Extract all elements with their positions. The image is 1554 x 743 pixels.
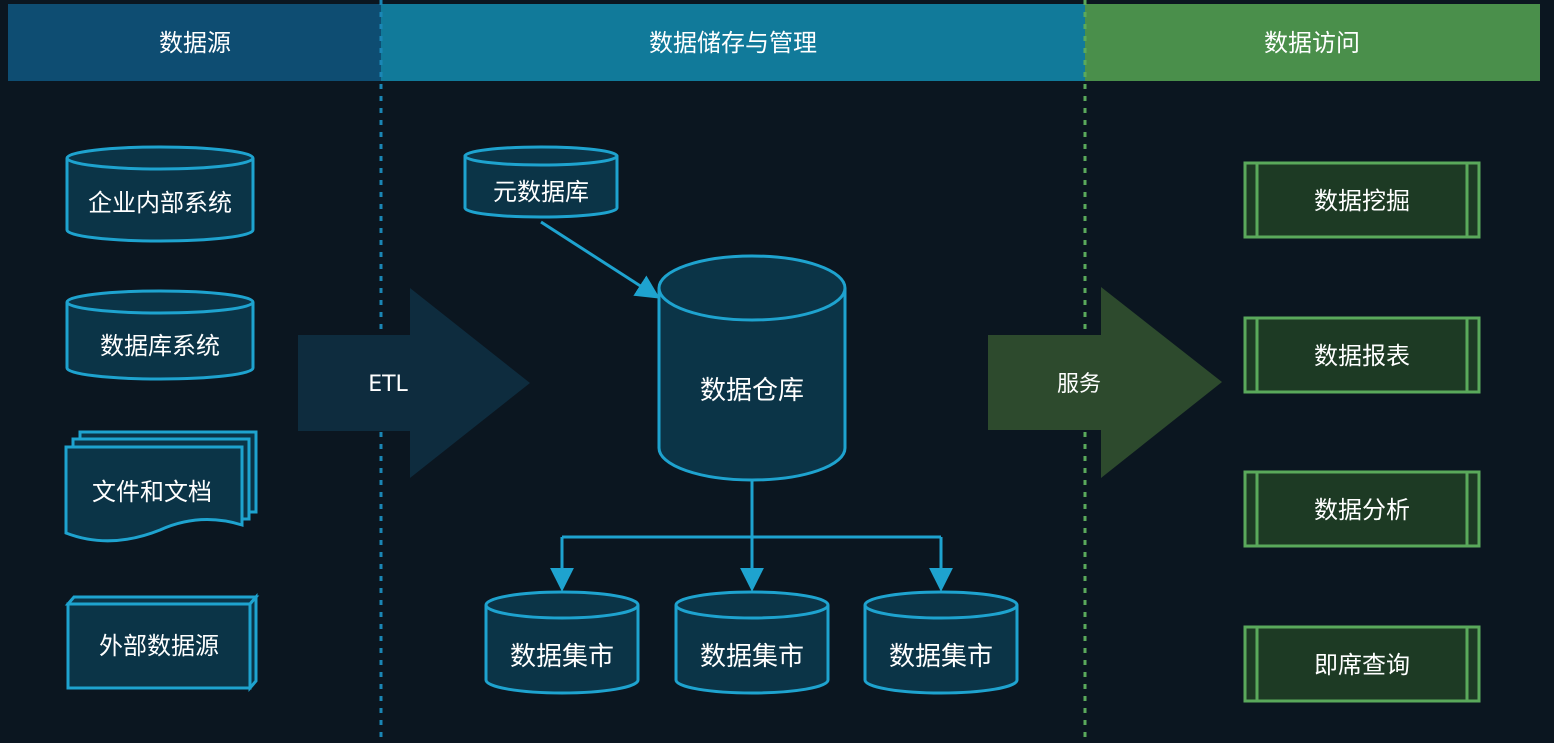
data-mart-3: 数据集市: [863, 590, 1019, 695]
data-mart-2-label: 数据集市: [700, 642, 804, 672]
data-mart-2: 数据集市: [674, 590, 830, 695]
data-mart-3-label: 数据集市: [889, 642, 993, 672]
metadata-database-label: 元数据库: [493, 178, 589, 206]
service-arrow-label: 服务: [1057, 372, 1101, 397]
warehouse-to-marts-connectors: [550, 480, 953, 592]
access-data-mining: 数据挖掘: [1243, 161, 1481, 239]
metadata-to-warehouse-arrow: [540, 220, 661, 299]
access-data-analysis: 数据分析: [1243, 470, 1481, 548]
data-mart-1: 数据集市: [484, 590, 640, 695]
header-storage: [381, 4, 1085, 81]
header-access: [1085, 4, 1540, 81]
access-data-analysis-label: 数据分析: [1314, 496, 1410, 524]
source-files-label: 文件和文档: [92, 478, 212, 506]
source-files-documents: 文件和文档: [64, 430, 258, 543]
access-ad-hoc-query: 即席查询: [1243, 625, 1481, 703]
etl-arrow: [298, 288, 530, 478]
etl-arrow-label: ETL: [368, 372, 408, 397]
header-access-label: 数据访问: [1264, 29, 1360, 57]
data-warehouse: 数据仓库: [657, 254, 847, 482]
access-ad-hoc-query-label: 即席查询: [1314, 651, 1410, 679]
access-data-reports: 数据报表: [1243, 316, 1481, 394]
header-source-label: 数据源: [159, 29, 231, 57]
header-source: [8, 4, 381, 81]
data-warehouse-label: 数据仓库: [700, 376, 804, 406]
source-database-systems: 数据库系统: [65, 289, 255, 381]
data-mart-1-label: 数据集市: [510, 642, 614, 672]
source-external: 外部数据源: [64, 592, 260, 693]
metadata-database: 元数据库: [463, 145, 619, 219]
source-enterprise-label: 企业内部系统: [88, 189, 232, 217]
access-data-mining-label: 数据挖掘: [1314, 187, 1410, 215]
source-enterprise-systems: 企业内部系统: [65, 145, 255, 243]
header-storage-label: 数据储存与管理: [649, 29, 817, 57]
header-bars: 数据源 数据储存与管理 数据访问: [8, 4, 1540, 81]
access-data-reports-label: 数据报表: [1314, 342, 1410, 370]
source-database-label: 数据库系统: [100, 332, 220, 360]
service-arrow: [988, 287, 1222, 478]
source-external-label: 外部数据源: [99, 632, 219, 660]
